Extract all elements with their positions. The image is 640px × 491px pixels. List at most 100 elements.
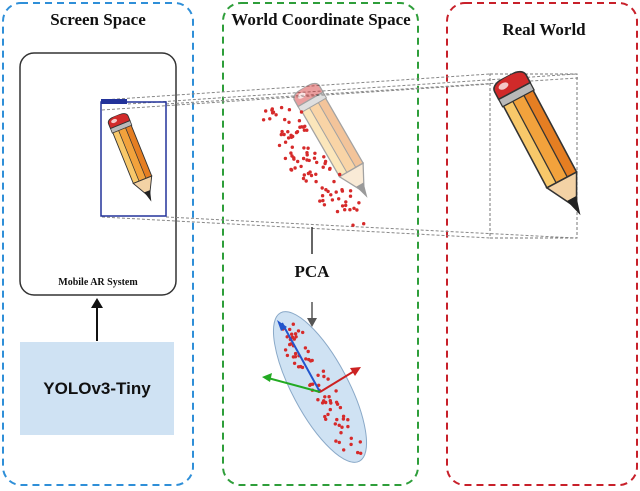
cloud-point: [316, 398, 320, 402]
cloud-point: [332, 179, 336, 184]
principal-axis-2: [262, 373, 321, 393]
cloud-point: [337, 440, 341, 445]
cloud-point: [340, 425, 344, 429]
cloud-point: [310, 382, 315, 386]
cloud-point: [328, 167, 332, 171]
cloud-point: [302, 173, 306, 177]
detector-box: YOLOv3-Tiny: [20, 342, 174, 435]
mobile-ar-system-label: Mobile AR System: [58, 277, 138, 288]
cloud-point: [357, 201, 361, 205]
cloud-point: [323, 395, 327, 399]
cloud-point: [301, 125, 305, 129]
cloud-point: [328, 399, 332, 403]
cloud-point: [296, 159, 300, 164]
cloud-point: [312, 156, 317, 160]
real-world-bounding-frame: [489, 73, 578, 239]
cloud-point: [289, 133, 293, 137]
cloud-point: [335, 417, 339, 422]
cloud-point: [337, 197, 341, 201]
cloud-point: [316, 373, 320, 377]
cloud-point: [337, 423, 341, 427]
cloud-point: [305, 158, 309, 162]
cloud-point: [302, 128, 307, 132]
cloud-point: [320, 186, 324, 190]
cloud-point: [283, 156, 288, 161]
cloud-point: [287, 120, 291, 125]
cloud-point: [285, 353, 290, 358]
cloud-point: [320, 194, 325, 198]
pca-label: PCA: [294, 262, 330, 281]
pca-to-result-arrow: [307, 302, 317, 327]
cloud-point: [346, 424, 350, 429]
cloud-point: [333, 422, 337, 426]
cloud-point: [308, 170, 312, 174]
cloud-point: [342, 448, 346, 452]
principal-axis-3: [319, 367, 361, 393]
cloud-point: [328, 407, 332, 412]
cloud-point: [302, 146, 306, 150]
cloud-point: [344, 203, 348, 208]
cloud-point: [292, 337, 296, 341]
cloud-point: [326, 412, 330, 417]
cloud-point: [299, 110, 304, 114]
cloud-point: [346, 418, 350, 422]
cloud-point: [293, 166, 297, 170]
cloud-point: [305, 128, 309, 132]
cloud-point: [321, 198, 325, 203]
cloud-point: [280, 129, 284, 134]
cloud-point: [301, 330, 305, 335]
cloud-point: [298, 125, 302, 129]
phone-outline: [19, 52, 177, 296]
bbox-label-tag: [101, 99, 127, 104]
cloud-point: [290, 145, 294, 149]
world-pencil-icon: [290, 79, 381, 206]
cloud-point: [286, 136, 291, 140]
cloud-point: [306, 349, 310, 354]
cloud-point: [299, 164, 303, 169]
cloud-point: [289, 342, 293, 346]
cloud-point: [341, 414, 346, 418]
cloud-point: [314, 179, 318, 184]
cloud-point: [286, 130, 290, 134]
pca-ellipse: [272, 311, 368, 463]
cloud-point: [351, 223, 355, 227]
point-cloud-world: [261, 105, 366, 227]
cloud-point: [294, 335, 298, 339]
cloud-point: [283, 348, 288, 352]
cloud-point: [349, 442, 353, 447]
cloud-point: [323, 161, 327, 166]
cloud-point: [292, 157, 296, 161]
screen-space-panel: [2, 2, 194, 486]
cloud-point: [293, 332, 298, 336]
cloud-point: [324, 417, 328, 421]
cloud-point: [274, 113, 278, 117]
cloud-point: [279, 105, 284, 110]
cloud-point: [287, 108, 292, 112]
cloud-point: [340, 204, 345, 208]
cloud-point: [309, 173, 314, 178]
cloud-point: [339, 431, 343, 435]
projection-frustum: [101, 73, 579, 239]
cloud-point: [318, 199, 322, 203]
cloud-point: [261, 118, 266, 122]
cloud-point: [279, 132, 283, 137]
cloud-point: [314, 172, 318, 176]
detector-label: YOLOv3-Tiny: [43, 378, 151, 398]
cloud-point: [348, 189, 353, 193]
cloud-point: [338, 172, 342, 177]
cloud-point: [305, 153, 309, 157]
cloud-point: [334, 439, 338, 443]
cloud-point: [320, 401, 325, 405]
cloud-point: [283, 140, 288, 144]
cloud-point: [293, 351, 298, 356]
cloud-point: [327, 395, 331, 399]
cloud-point: [352, 206, 356, 210]
cloud-point: [282, 132, 286, 137]
cloud-point: [358, 440, 362, 444]
cloud-point: [322, 155, 326, 159]
cloud-point: [321, 369, 326, 373]
cloud-point: [289, 167, 293, 172]
cloud-point: [293, 355, 298, 359]
screen-space-title: Screen Space: [50, 10, 146, 29]
